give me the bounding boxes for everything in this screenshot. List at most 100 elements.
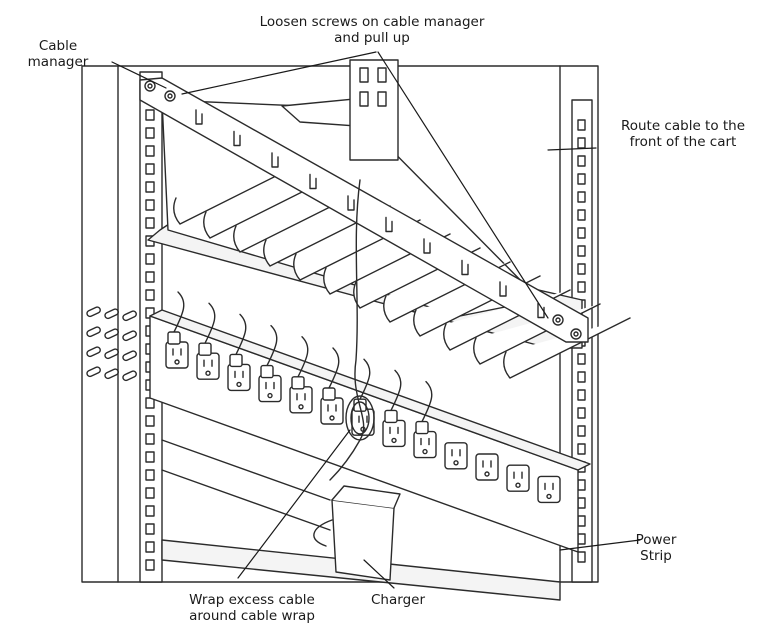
rail-slot: [577, 389, 586, 401]
rail-slot: [577, 407, 586, 419]
outlet-ground: [484, 471, 490, 477]
plug-cable: [390, 369, 402, 412]
rail-slot: [577, 281, 586, 293]
cable-hook: [271, 152, 279, 168]
vent-slot: [86, 306, 101, 318]
label-loosen-screws: Loosen screws on cable manager and pull …: [259, 14, 485, 46]
rail-slot: [145, 145, 155, 157]
rail-slot: [577, 263, 586, 275]
leader-lines: [111, 51, 641, 589]
side-vents: [86, 306, 137, 382]
vent-slot: [86, 326, 101, 338]
charger: [313, 179, 401, 581]
rail-slot: [577, 551, 586, 563]
rail-slot: [145, 181, 155, 193]
rail-slot: [145, 217, 155, 229]
plug: [384, 409, 398, 424]
vent-slot: [104, 328, 119, 340]
cable-hook: [423, 238, 431, 254]
rail-slot: [577, 191, 586, 203]
rail-slot: [145, 559, 155, 571]
plug-cable: [173, 291, 185, 333]
plug: [291, 376, 305, 390]
rail-slot: [145, 451, 155, 463]
vent-slot: [86, 346, 101, 358]
rail-slot: [577, 137, 586, 149]
plug-cable: [204, 302, 216, 344]
rail-slot: [577, 209, 586, 221]
label-route-cable: Route cable to the front of the cart: [620, 118, 746, 150]
rail-slot: [577, 425, 586, 437]
outlet-ground: [205, 370, 211, 376]
cable-hook: [309, 173, 317, 190]
cable-hook: [499, 281, 507, 297]
upper-bracket: [281, 59, 399, 161]
plug: [167, 331, 181, 345]
device-slot: [503, 317, 631, 379]
rail-slot: [145, 109, 155, 121]
rail-slot: [577, 227, 586, 239]
plug-cable: [328, 347, 340, 389]
outlet: [475, 453, 499, 481]
rail-slot: [145, 253, 155, 265]
cable-hook: [347, 195, 355, 211]
rail-slot: [145, 415, 155, 427]
vent-slot: [122, 370, 137, 382]
outlet-ground: [546, 493, 552, 500]
plug: [260, 364, 274, 379]
outlet-ground: [515, 482, 521, 488]
plug-cable: [297, 336, 309, 378]
outlet-ground: [298, 404, 304, 410]
label-cable-manager: Cable manager: [27, 38, 89, 70]
cable-hook: [385, 216, 393, 233]
outlet-ground: [422, 448, 428, 455]
rail-slot: [145, 289, 155, 301]
vent-slot: [104, 348, 119, 360]
plug-cable: [235, 313, 247, 356]
cable-hook: [233, 130, 241, 147]
vent-slot: [104, 368, 119, 380]
label-power-strip: Power Strip: [635, 532, 677, 564]
plug: [198, 342, 212, 356]
rail-slot: [577, 371, 586, 383]
vent-slot: [104, 308, 119, 320]
vent-slot: [122, 310, 137, 322]
rail-slot: [145, 271, 155, 283]
device-slot: [203, 177, 331, 239]
rail-slot: [145, 505, 155, 517]
rail-slot: [145, 541, 155, 553]
outlet-ground: [329, 415, 335, 421]
outlet: [444, 442, 468, 470]
outlet-ground: [236, 381, 242, 388]
rail-slot: [145, 127, 155, 139]
cable-hook: [461, 259, 469, 276]
cable-manager: [139, 77, 589, 343]
plug: [322, 387, 336, 401]
rail-slot: [577, 245, 586, 257]
outlet: [506, 464, 530, 492]
rail-slot: [577, 119, 586, 131]
label-wrap-cable: Wrap excess cable around cable wrap: [189, 592, 315, 624]
rail-slot: [145, 523, 155, 535]
rail-slot: [145, 469, 155, 481]
vent-slot: [86, 366, 101, 378]
vent-slot: [122, 330, 137, 342]
plug: [229, 353, 243, 368]
plug-cable: [266, 324, 278, 367]
label-charger: Charger: [371, 592, 425, 608]
outlet-ground: [453, 460, 459, 466]
rail-slot: [145, 199, 155, 211]
rail-slot: [145, 163, 155, 175]
rail-slot: [145, 487, 155, 499]
rail-slot: [577, 443, 586, 455]
device-slot: [173, 163, 301, 225]
cable-hook: [195, 109, 203, 125]
rail-slot: [577, 155, 586, 167]
rail-slot: [577, 173, 586, 185]
plug: [415, 420, 429, 435]
outlet-ground: [391, 437, 397, 444]
vent-slot: [122, 350, 137, 362]
outlet-ground: [174, 359, 180, 365]
outlet: [537, 475, 561, 504]
